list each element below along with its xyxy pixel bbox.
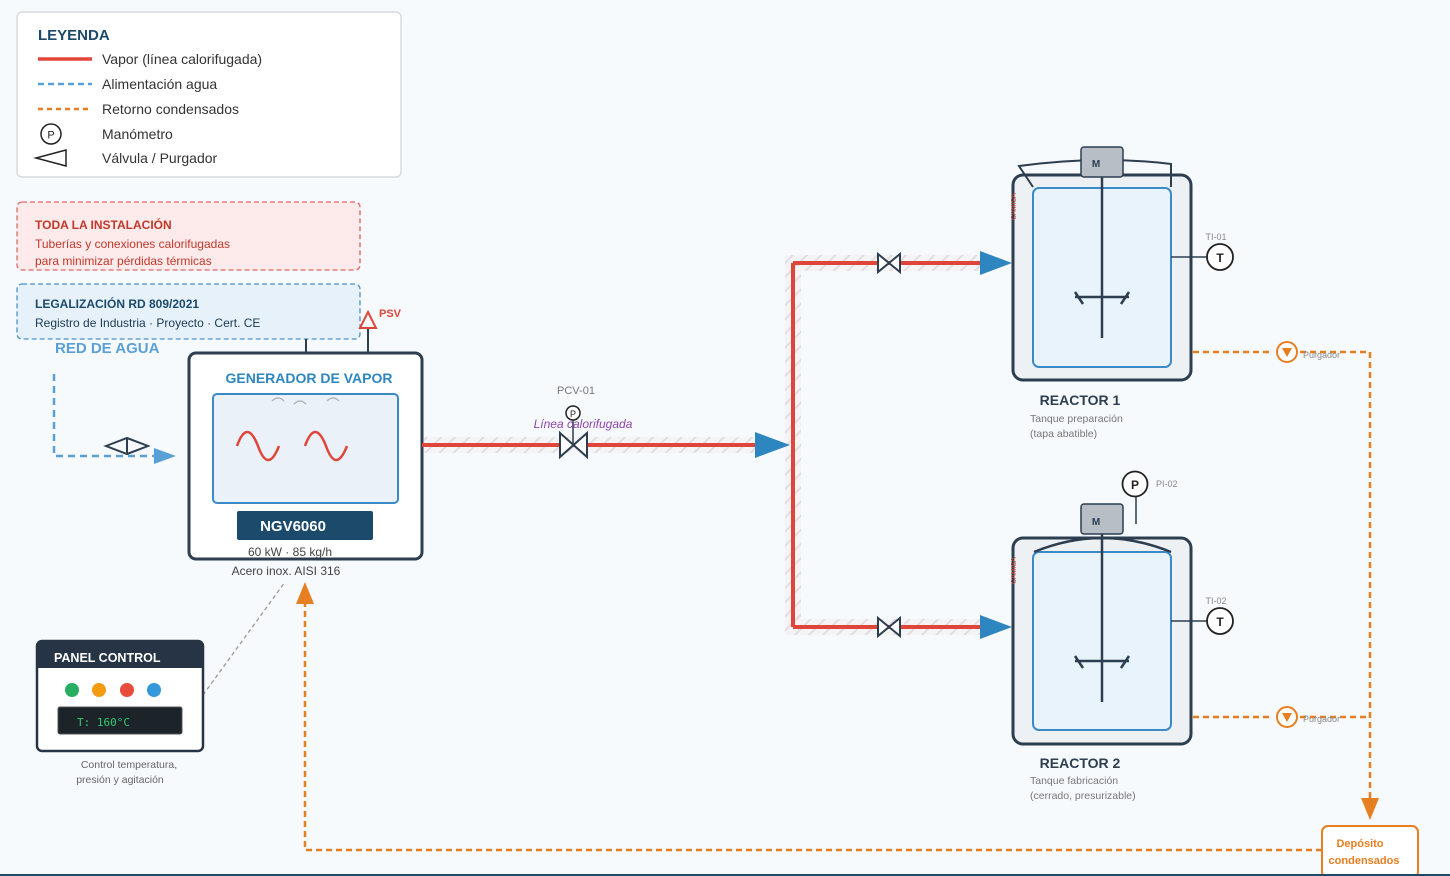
legend: LEYENDA P Vapor (línea calorifugada) Ali… <box>16 11 402 178</box>
motor-icon <box>1080 503 1124 535</box>
steam-trap-icon[interactable] <box>1276 706 1298 728</box>
branch-valve-icon[interactable] <box>877 251 901 275</box>
svg-text:condensados: condensados <box>1329 855 1400 867</box>
svg-text:P: P <box>47 130 54 142</box>
return-arrow-icon <box>296 582 314 604</box>
jacket-label: CAMISA <box>1011 193 1018 220</box>
valve-icon <box>33 149 67 167</box>
svg-text:Tanque fabricación: Tanque fabricación <box>1030 775 1118 787</box>
svg-text:Tuberías y conexiones calorifu: Tuberías y conexiones calorifugadas <box>35 237 230 251</box>
water-valve-icon[interactable] <box>103 436 151 456</box>
pressure-gauge-icon: P <box>565 405 581 421</box>
pressure-gauge-icon <box>1121 470 1149 498</box>
impeller-icon <box>1073 291 1131 305</box>
legend-label: Retorno condensados <box>102 101 239 117</box>
condensate-return: Purgador Purgador Depósito condensados <box>296 341 1419 876</box>
steam-trap-icon[interactable] <box>1276 341 1298 363</box>
status-light-red <box>120 683 134 697</box>
branch-valve-icon[interactable] <box>877 615 901 639</box>
legend-label: Válvula / Purgador <box>102 150 218 166</box>
trap-label: Purgador <box>1303 350 1340 360</box>
panel-display: T: 160°C <box>77 716 130 729</box>
legend-label: Vapor (línea calorifugada) <box>102 51 262 67</box>
insulation-note: TODA LA INSTALACIÓN Tuberías y conexione… <box>16 201 361 271</box>
pcv-tag: PCV-01 <box>557 385 595 397</box>
generator-title: GENERADOR DE VAPOR <box>226 370 393 386</box>
svg-text:T: T <box>1216 615 1224 629</box>
panel-title: PANEL CONTROL <box>54 651 161 665</box>
svg-text:Control temperatura,: Control temperatura, <box>81 759 177 771</box>
generator-model: NGV6060 <box>260 518 326 535</box>
svg-text:Registro de Industria · Proyec: Registro de Industria · Proyecto · Cert.… <box>35 316 260 330</box>
status-light-orange <box>92 683 106 697</box>
svg-text:(cerrado, presurizable): (cerrado, presurizable) <box>1030 790 1136 802</box>
pressure-tag: PI-02 <box>1156 479 1178 489</box>
water-label: RED DE AGUA <box>55 340 160 357</box>
water-supply: RED DE AGUA <box>52 340 176 464</box>
svg-text:presión y agitación: presión y agitación <box>76 774 164 786</box>
steam-generator[interactable]: PSV GENERADOR DE VAPOR NGV6060 60 kW · 8… <box>187 308 424 561</box>
reactor-1[interactable]: M CAMISA T TI-01 REACTOR 1 Tanque prepar… <box>1011 146 1234 440</box>
svg-text:para minimizar pérdidas térmic: para minimizar pérdidas térmicas <box>35 254 212 268</box>
steam-bubbles-icon <box>271 397 340 405</box>
svg-text:T: T <box>1216 251 1224 265</box>
motor-icon <box>1080 146 1124 178</box>
generator-spec: 60 kW · 85 kg/h <box>248 545 332 559</box>
psv-valve-icon[interactable] <box>358 309 378 329</box>
pcv-valve-icon[interactable] <box>559 430 588 460</box>
svg-text:M: M <box>1092 159 1100 170</box>
reactor-2[interactable]: M P PI-02 CAMISA T TI-02 REACTOR 2 Tanqu… <box>1011 470 1234 803</box>
control-link <box>202 581 286 696</box>
temperature-sensor-icon <box>1206 243 1234 271</box>
status-light-blue <box>147 683 161 697</box>
legalization-note: LEGALIZACIÓN RD 809/2021 Registro de Ind… <box>16 283 361 340</box>
legend-title: LEYENDA <box>38 27 110 44</box>
temp-tag: TI-02 <box>1205 596 1226 606</box>
reactor-title: REACTOR 2 <box>1040 755 1121 771</box>
psv-label: PSV <box>379 308 402 320</box>
insulated-line-label: Línea calorifugada <box>534 417 633 431</box>
heating-element-icon <box>303 430 349 462</box>
condensate-tank[interactable]: Depósito condensados <box>1321 825 1419 876</box>
legend-label: Manómetro <box>102 126 173 142</box>
svg-text:(tapa abatible): (tapa abatible) <box>1030 428 1097 440</box>
svg-text:P: P <box>570 409 576 419</box>
svg-text:Tanque preparación: Tanque preparación <box>1030 413 1123 425</box>
control-panel[interactable]: PANEL CONTROL T: 160°C Control temperatu… <box>35 639 205 786</box>
svg-text:M: M <box>1092 517 1100 528</box>
trap-label: Purgador <box>1303 714 1340 724</box>
reactor-title: REACTOR 1 <box>1040 392 1121 408</box>
heating-element-icon <box>235 430 281 462</box>
status-light-green <box>65 683 79 697</box>
svg-text:Depósito: Depósito <box>1336 838 1383 850</box>
generator-material: Acero inox. AISI 316 <box>232 564 341 578</box>
jacket-label: CAMISA <box>1011 557 1018 584</box>
pressure-gauge-icon: P <box>40 123 62 145</box>
temp-tag: TI-01 <box>1205 232 1226 242</box>
temperature-sensor-icon <box>1206 607 1234 635</box>
legend-label: Alimentación agua <box>102 76 217 92</box>
svg-text:P: P <box>1131 478 1139 492</box>
svg-text:LEGALIZACIÓN RD 809/2021: LEGALIZACIÓN RD 809/2021 <box>35 296 199 311</box>
impeller-icon <box>1073 655 1131 669</box>
steam-line: PCV-01 P Línea calorifugada <box>422 251 1012 639</box>
svg-text:TODA LA INSTALACIÓN: TODA LA INSTALACIÓN <box>35 217 172 232</box>
